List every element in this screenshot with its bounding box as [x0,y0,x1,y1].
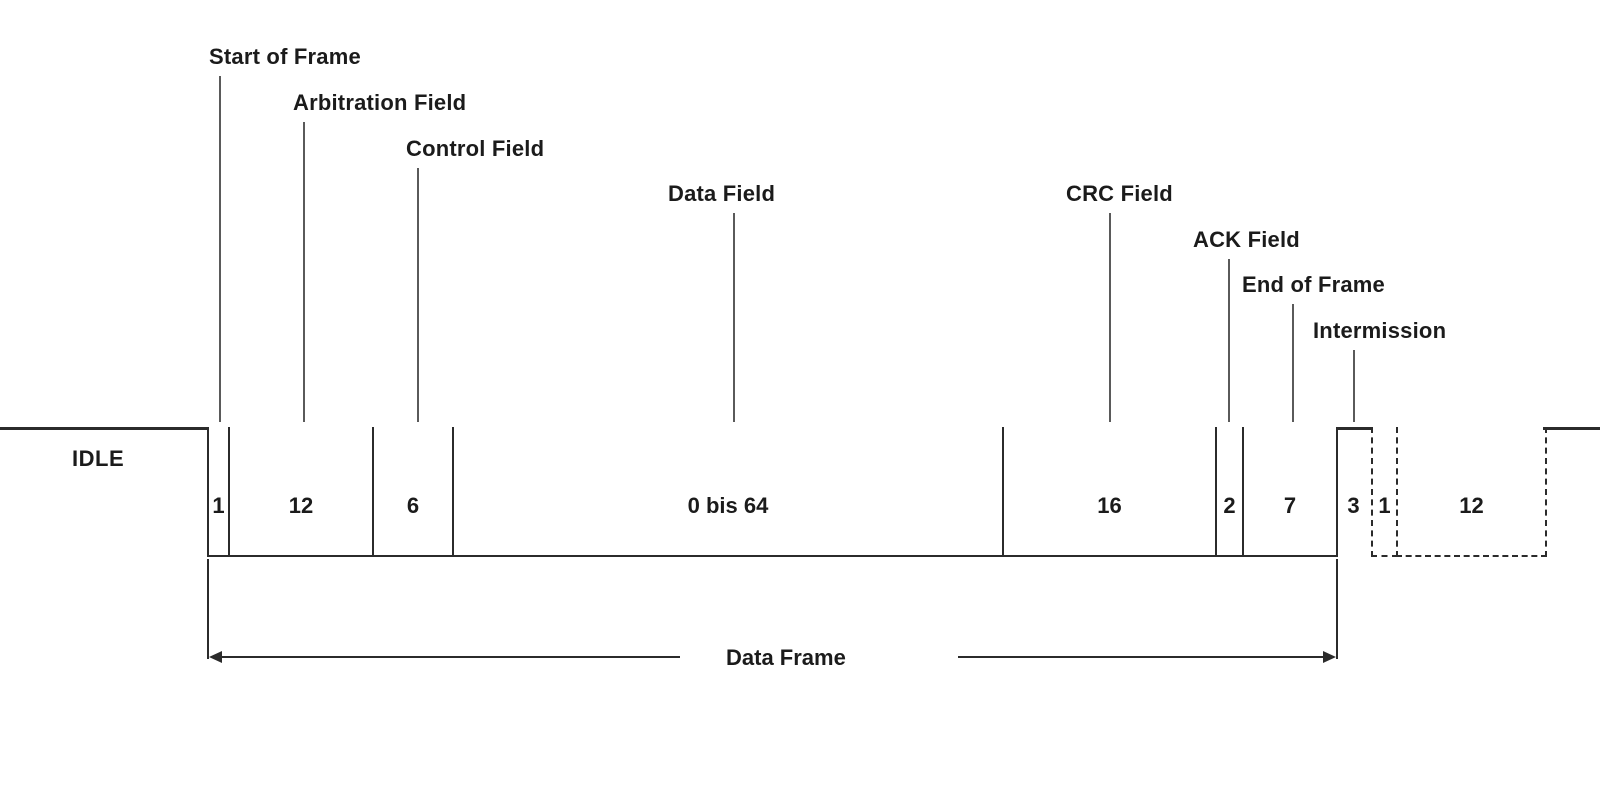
cell-value-crc-field: 16 [1097,493,1122,518]
cell-value-arbitration-field: 12 [288,493,314,518]
idle-rail-left [0,427,209,430]
cell-intermission-bit: 1 [1371,427,1398,557]
span-arrow-left-icon [209,651,222,663]
callout-label-end-of-frame: End of Frame [1242,272,1385,297]
cell-value-ack-field: 2 [1223,493,1236,518]
leader-line-ack-field [1228,259,1230,422]
leader-line-end-of-frame [1292,304,1294,422]
span-label-data-frame: Data Frame [726,645,846,670]
cell-ack-field: 2 [1215,427,1244,557]
span-arrow-right-icon [1323,651,1336,663]
leader-line-data-field [733,213,735,422]
callout-label-control-field: Control Field [406,136,545,161]
cell-crc-field: 16 [1002,427,1217,557]
leader-line-arbitration-field [303,122,305,422]
cell-arbitration-field: 12 [228,427,374,557]
idle-rail-gap [1336,427,1373,430]
leader-line-intermission [1353,350,1355,422]
intermission-count-value: 3 [1347,493,1360,518]
span-line-right [958,656,1324,658]
cell-value-control-field: 6 [406,493,420,518]
cell-value-intermission-bit: 1 [1378,493,1391,518]
cell-next-arbitration: 12 [1396,427,1547,557]
callout-label-data-field: Data Field [668,181,776,206]
callout-label-intermission: Intermission [1313,318,1447,343]
span-right-tick [1336,559,1338,659]
cell-start-of-frame: 1 [207,427,230,557]
cell-value-start-of-frame: 1 [212,493,225,518]
span-left-tick [207,559,209,659]
leader-line-crc-field [1109,213,1111,422]
callout-label-start-of-frame: Start of Frame [209,44,361,69]
callout-label-crc-field: CRC Field [1066,181,1173,206]
cell-control-field: 6 [372,427,454,557]
idle-label: IDLE [72,446,125,471]
cell-data-field: 0 bis 64 [452,427,1004,557]
cell-value-data-field: 0 bis 64 [687,493,769,518]
idle-rail-right [1543,427,1600,430]
leader-line-start-of-frame [219,76,221,422]
callout-label-arbitration-field: Arbitration Field [293,90,467,115]
callout-label-ack-field: ACK Field [1193,227,1300,252]
cell-value-end-of-frame: 7 [1283,493,1297,518]
span-line-left [220,656,680,658]
cell-end-of-frame: 7 [1242,427,1338,557]
cell-value-next-arbitration: 12 [1459,493,1484,518]
leader-line-control-field [417,168,419,422]
